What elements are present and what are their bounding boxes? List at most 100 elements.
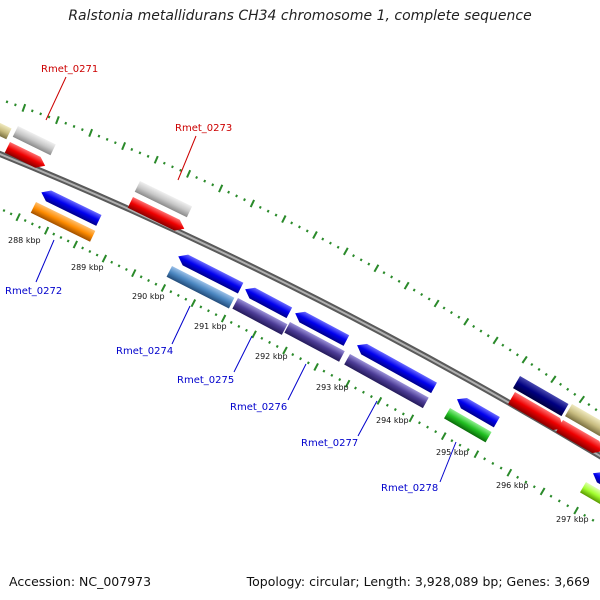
tick-major (281, 215, 287, 224)
tick-major (131, 269, 137, 278)
tick-label: 297 kbp (556, 515, 589, 524)
tick-minor (549, 494, 553, 498)
tick-minor (130, 147, 134, 151)
tick-major (160, 283, 167, 292)
tick-major (101, 254, 108, 263)
tick-minor (299, 357, 302, 361)
tick-major (43, 226, 50, 235)
tick-minor (491, 461, 495, 465)
tick-minor (38, 225, 41, 229)
tick-minor (362, 390, 365, 394)
tick-minor (367, 262, 371, 266)
tick-minor (117, 264, 121, 268)
tick-minor (229, 320, 233, 324)
gene (41, 190, 102, 226)
tick-minor (420, 292, 424, 297)
tick-ring-inner (2, 209, 595, 522)
tick-minor (275, 344, 279, 348)
tick-minor (268, 340, 271, 344)
tick-minor (382, 271, 386, 275)
tick-minor (139, 275, 143, 279)
gene (0, 137, 1, 151)
tick-minor (418, 421, 421, 425)
gene-label-rmet-0277: Rmet_0277 (301, 438, 358, 449)
tick-minor (243, 198, 246, 202)
gene (178, 254, 244, 294)
tick-minor (81, 246, 85, 250)
gene (457, 398, 500, 428)
gene-label-rmet-0274: Rmet_0274 (116, 346, 173, 357)
gene (513, 376, 569, 417)
tick-minor (72, 124, 76, 128)
tick-label: 289 kbp (71, 263, 104, 272)
gene-rmet-0274 (166, 266, 235, 309)
tick-minor (466, 448, 470, 452)
tick-minor (330, 373, 334, 377)
gene-label-rmet-0272: Rmet_0272 (5, 286, 62, 297)
tick-major (463, 317, 470, 326)
tick-major (521, 355, 528, 364)
tick-major (220, 314, 227, 323)
tick-minor (195, 175, 199, 180)
tick-major (21, 103, 27, 112)
tick-minor (169, 290, 173, 294)
tick-minor (537, 367, 541, 371)
tick-minor (587, 403, 591, 407)
gene-rmet-0278 (444, 408, 492, 443)
tick-minor (211, 183, 215, 187)
tick-minor (442, 306, 446, 310)
tick-minor (266, 209, 270, 213)
tick-minor (306, 361, 310, 365)
gene (0, 117, 12, 140)
tick-minor (176, 293, 180, 297)
tick-minor (457, 315, 461, 319)
tick-minor (532, 485, 536, 489)
tick-minor (113, 141, 117, 145)
tick-minor (47, 115, 51, 119)
gene-rmet-0273 (134, 181, 193, 218)
gene-labels: Rmet_0271 Rmet_0273 Rmet_0272 Rmet_0274 … (5, 64, 457, 494)
tick-minor (483, 457, 487, 461)
tick-major (186, 169, 192, 178)
gene (357, 343, 437, 394)
tick-minor (499, 466, 503, 470)
tick-minor (352, 254, 355, 258)
tick-minor (214, 313, 218, 317)
tick-minor (260, 336, 264, 340)
tick-major (153, 155, 159, 164)
tick-minor (566, 504, 570, 508)
tick-minor (338, 378, 342, 382)
tick-minor (557, 499, 561, 503)
gene (127, 197, 185, 231)
tick-minor (80, 128, 84, 132)
topology-text: Topology: circular; Length: 3,928,089 bp… (246, 574, 590, 589)
tick-minor (203, 179, 207, 183)
tick-major (408, 414, 415, 423)
tick-major (492, 336, 499, 345)
tick-label: 294 kbp (376, 416, 409, 425)
tick-minor (110, 260, 114, 264)
tick-minor (5, 100, 9, 104)
tick-ring-outer (5, 100, 598, 412)
tick-minor (30, 222, 34, 226)
gene-rmet-0271 (12, 125, 56, 156)
tick-major (249, 199, 256, 208)
tick-label: 292 kbp (255, 352, 288, 361)
tick-minor (305, 229, 309, 233)
tick-minor (95, 253, 99, 257)
tick-major (473, 450, 480, 459)
tick-label: 290 kbp (132, 292, 165, 301)
tick-minor (336, 245, 340, 249)
tick-minor (66, 239, 70, 243)
tick-label: 296 kbp (496, 481, 529, 490)
tick-minor (291, 353, 295, 357)
tick-minor (30, 109, 34, 113)
tick-minor (88, 249, 92, 254)
tick-minor (412, 288, 416, 292)
tick-major (344, 379, 351, 388)
tick-minor (258, 205, 262, 209)
tick-minor (369, 395, 373, 399)
tick-minor (390, 275, 394, 279)
tick-major (506, 468, 513, 477)
gene-label-rmet-0273: Rmet_0273 (175, 123, 232, 134)
